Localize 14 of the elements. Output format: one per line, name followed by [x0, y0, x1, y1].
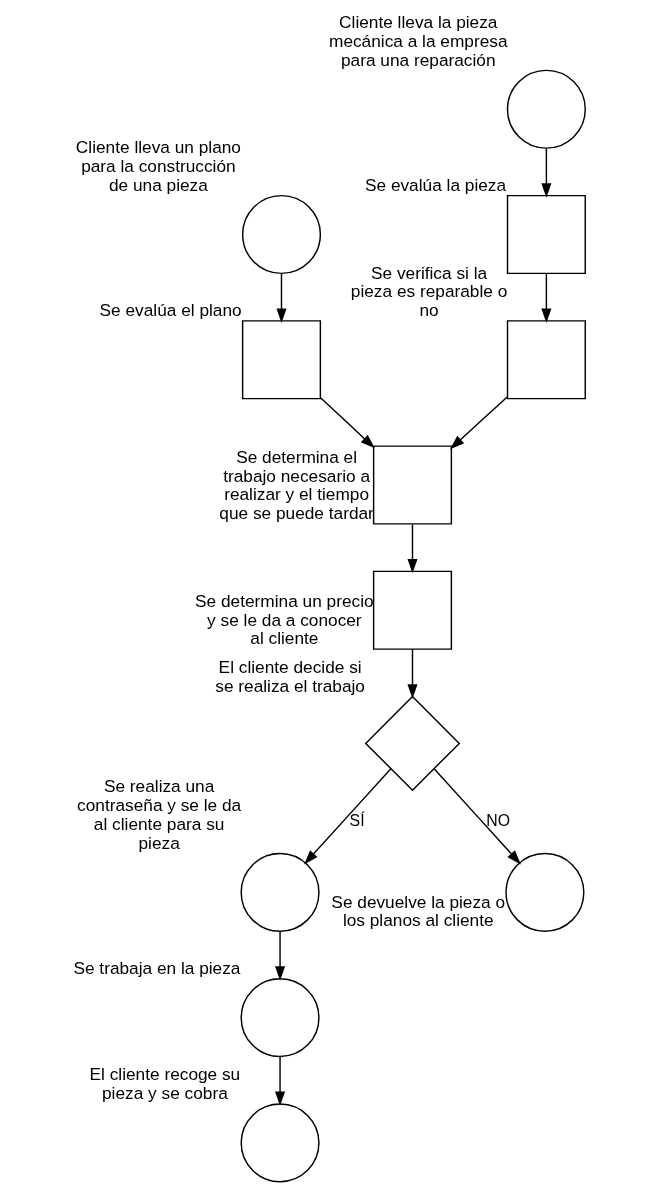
node-label: Se determina el trabajo necesario a realizar y el tiempo que se puede tardar: [219, 446, 374, 523]
node-label: Se evalúa el plano: [99, 299, 242, 320]
node-label: Se trabaja en la pieza: [73, 957, 241, 978]
node-label: El cliente decide si se realiza el trabajo: [215, 657, 365, 696]
edge-label: SÍ: [349, 811, 365, 829]
node-label: Cliente lleva la pieza mecánica a la empresa para una reparación: [329, 12, 508, 70]
node-label: El cliente recoge su pieza y se cobra: [89, 1064, 241, 1104]
edge-label: NO: [486, 811, 511, 829]
node-label: Cliente lleva un plano para la construcción de una pieza: [75, 137, 241, 195]
node-label: Se evalúa la pieza: [364, 174, 507, 195]
node-label: Se devuelve la pieza o los planos al cliente: [331, 891, 506, 931]
node-label: Se verifica si la pieza es reparable o no: [350, 262, 508, 320]
node-label: Se determina un precio y se le da a conocer al cliente: [195, 590, 374, 649]
node-label: Se realiza una contraseña y se le da al cliente para su pieza: [77, 776, 242, 853]
